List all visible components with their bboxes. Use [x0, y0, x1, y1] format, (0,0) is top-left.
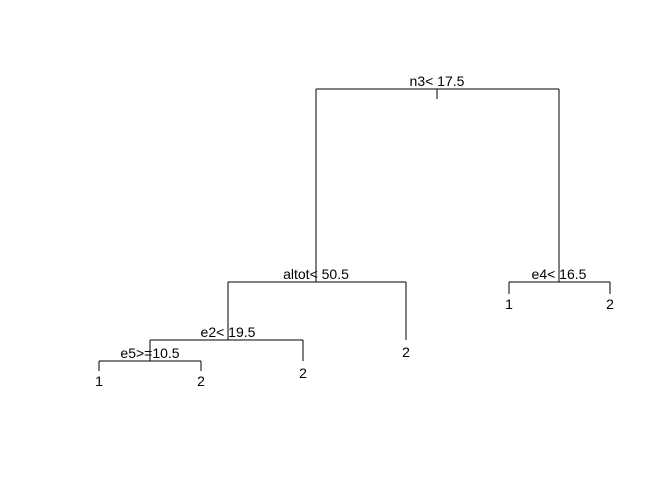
right-node: e4< 16.5 1 2 [505, 266, 614, 312]
leaf-label: 2 [402, 344, 410, 360]
left-left-left-node: e5>=10.5 1 2 [95, 345, 205, 389]
leaf-label: 2 [606, 296, 614, 312]
leaf-label: 1 [95, 373, 103, 389]
left-left-split-label: e2< 19.5 [201, 324, 256, 340]
left-node: altot< 50.5 2 [227, 266, 410, 360]
left-split-label: altot< 50.5 [283, 266, 349, 282]
left-left-node: e2< 19.5 2 [149, 324, 307, 381]
lll-split-label: e5>=10.5 [120, 345, 179, 361]
root-split-label: n3< 17.5 [410, 73, 465, 89]
root-node: n3< 17.5 [315, 73, 560, 282]
leaf-label: 1 [505, 296, 513, 312]
right-split-label: e4< 16.5 [532, 266, 587, 282]
leaf-label: 2 [299, 365, 307, 381]
leaf-label: 2 [197, 373, 205, 389]
